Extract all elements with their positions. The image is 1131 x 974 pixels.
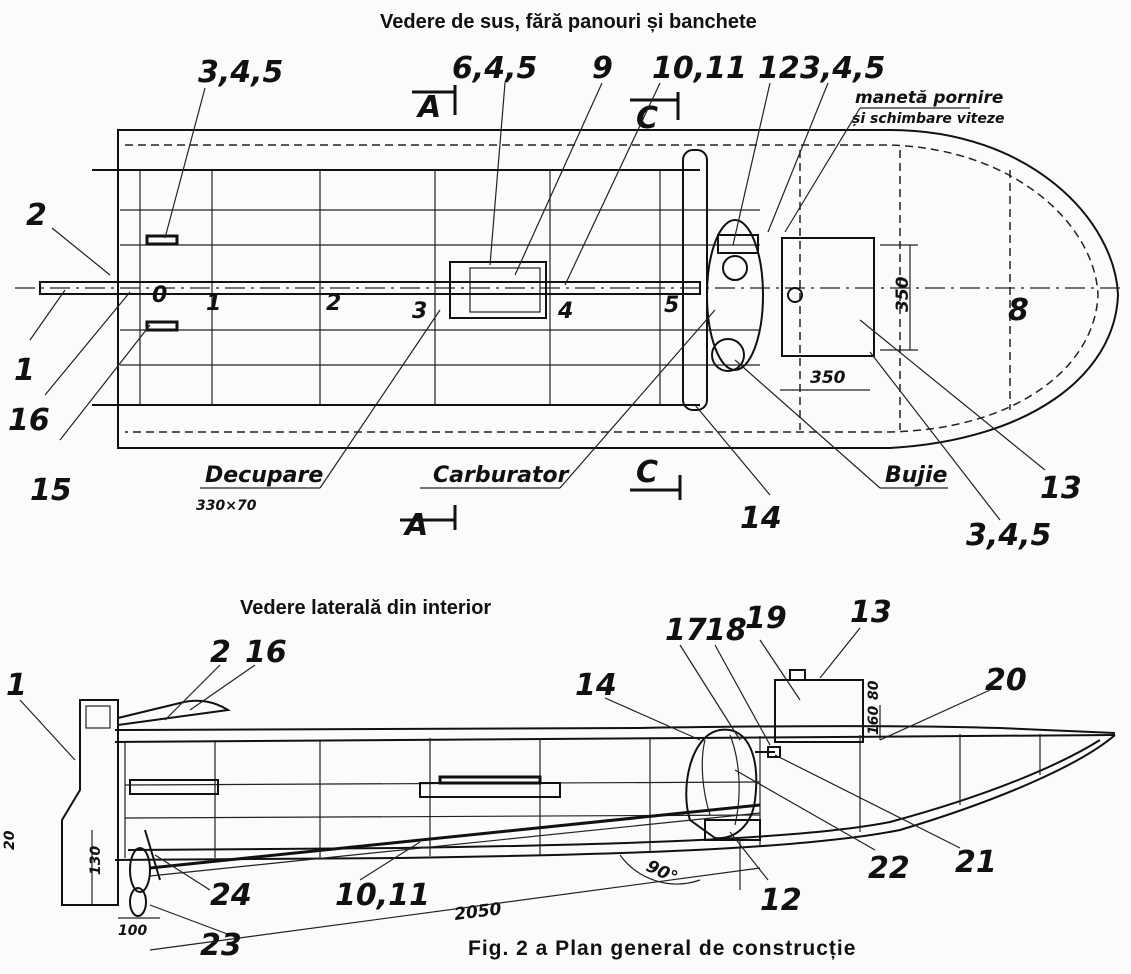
side-label-14: 14 — [575, 668, 617, 703]
label-14: 14 — [740, 501, 782, 536]
section-mark-c-top: C — [636, 101, 658, 136]
side-label-21: 21 — [955, 845, 997, 880]
station-3: 3 — [412, 299, 427, 324]
label-16: 16 — [8, 403, 50, 438]
shaft-and-engine-top — [39, 149, 875, 411]
section-marks: A A C C — [400, 85, 682, 543]
label-13: 13 — [1040, 471, 1082, 506]
label-3-4-5-a: 3,4,5 — [198, 55, 283, 90]
side-label-22: 22 — [868, 851, 910, 886]
label-2: 2 — [26, 198, 47, 233]
label-decupare-dim: 330×70 — [196, 498, 257, 514]
station-4: 4 — [557, 299, 573, 324]
side-label-1: 1 — [6, 668, 27, 703]
label-maneta-line1: manetă pornire — [855, 88, 1003, 108]
side-view-labels: 1 2 16 14 17 18 19 13 20 21 22 12 10,11 … — [2, 595, 1027, 963]
leader-lines-side — [19, 627, 991, 951]
label-15: 15 — [30, 473, 72, 508]
side-label-24: 24 — [210, 878, 252, 913]
label-9: 9 — [592, 51, 613, 86]
station-numbers: 0 1 2 3 4 5 — [152, 283, 679, 324]
label-6-4-5: 6,4,5 — [452, 51, 537, 86]
side-label-16: 16 — [245, 635, 287, 670]
dim-350-vertical: 350 — [893, 276, 913, 312]
dim-100: 100 — [118, 923, 147, 939]
label-bujie: Bujie — [885, 463, 948, 488]
label-1: 1 — [14, 353, 35, 388]
station-0: 0 — [152, 283, 167, 308]
side-label-12: 12 — [760, 883, 802, 918]
dim-80: 80 — [866, 680, 882, 700]
label-12: 12 — [758, 51, 800, 86]
side-label-13: 13 — [850, 595, 892, 630]
side-view-title: Vedere laterală din interior — [240, 597, 491, 619]
dim-350-horizontal: 350 — [810, 368, 846, 388]
dim-20: 20 — [2, 830, 18, 850]
station-2: 2 — [326, 291, 341, 316]
label-decupare: Decupare — [205, 463, 323, 488]
leader-lines-top — [29, 82, 1046, 521]
section-mark-a-bottom: A — [403, 508, 428, 543]
top-view-labels: 3,4,5 6,4,5 9 10,11 12 3,4,5 manetă porn… — [8, 51, 1082, 553]
top-view-title: Vedere de sus, fără panouri și banchete — [380, 11, 757, 33]
section-mark-a-top: A — [416, 90, 441, 125]
side-label-10-11: 10,11 — [335, 878, 430, 913]
figure-caption: Fig. 2 a Plan general de construcție — [468, 937, 856, 960]
top-view-hull — [15, 129, 1125, 449]
dim-160: 160 — [866, 706, 882, 735]
side-label-23: 23 — [200, 928, 242, 963]
dim-130: 130 — [88, 846, 104, 875]
side-label-20: 20 — [985, 663, 1027, 698]
side-view-hull — [61, 669, 1116, 917]
section-mark-c-bottom: C — [636, 455, 658, 490]
side-label-2: 2 — [210, 635, 231, 670]
label-3-4-5-b: 3,4,5 — [800, 51, 885, 86]
label-maneta-line2: și schimbare viteze — [852, 111, 1005, 127]
station-5: 5 — [664, 293, 679, 318]
side-label-19: 19 — [745, 601, 787, 636]
station-1: 1 — [206, 291, 221, 316]
label-carburator: Carburator — [433, 463, 570, 488]
dim-2050: 2050 — [453, 899, 503, 925]
label-8: 8 — [1008, 293, 1029, 328]
label-10-11: 10,11 — [652, 51, 747, 86]
side-label-17: 17 — [665, 613, 707, 648]
side-label-18: 18 — [705, 613, 747, 648]
label-3-4-5-c: 3,4,5 — [966, 518, 1051, 553]
